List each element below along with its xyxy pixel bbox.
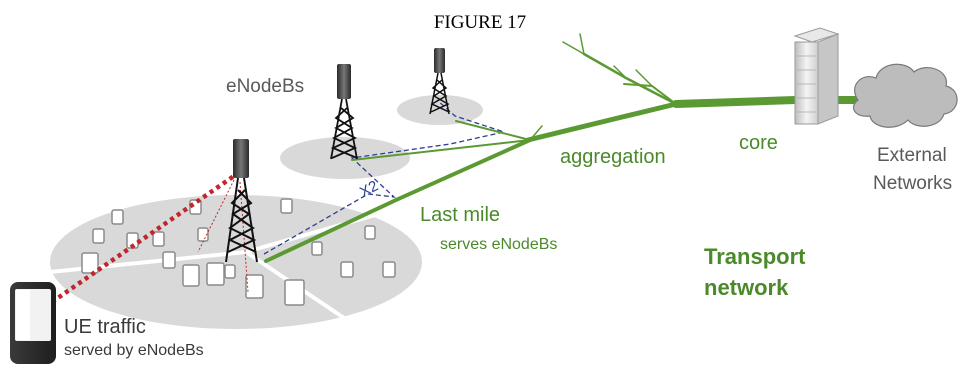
enodeb-tower-main bbox=[225, 139, 258, 263]
served-by-enodebs-label: served by eNodeBs bbox=[64, 342, 204, 359]
ue-link-thick bbox=[50, 174, 236, 304]
aggregation-label: aggregation bbox=[560, 146, 666, 168]
transport-links bbox=[264, 33, 860, 263]
external-networks-label-line2: Networks bbox=[873, 173, 953, 194]
enodeb-tower-middle bbox=[330, 64, 358, 160]
ue-handset-icon bbox=[10, 282, 56, 364]
core-server-icon bbox=[793, 27, 840, 125]
transport-network-label-line2: network bbox=[704, 275, 789, 300]
ue-devices bbox=[81, 198, 396, 306]
x2-links bbox=[263, 99, 507, 255]
external-network-cloud-icon bbox=[853, 63, 958, 128]
figure-title: FIGURE 17 bbox=[433, 12, 527, 33]
external-networks-label-line1: External bbox=[877, 145, 947, 166]
ue-traffic-label: UE traffic bbox=[64, 316, 146, 338]
cell-middle bbox=[280, 137, 410, 179]
core-label: core bbox=[739, 132, 778, 154]
transport-network-label-line1: Transport bbox=[704, 244, 806, 269]
last-mile-label: Last mile bbox=[420, 204, 501, 226]
enodebs-label: eNodeBs bbox=[226, 76, 305, 97]
serves-enodebs-label: serves eNodeBs bbox=[440, 236, 558, 253]
enodeb-tower-small bbox=[429, 48, 450, 115]
